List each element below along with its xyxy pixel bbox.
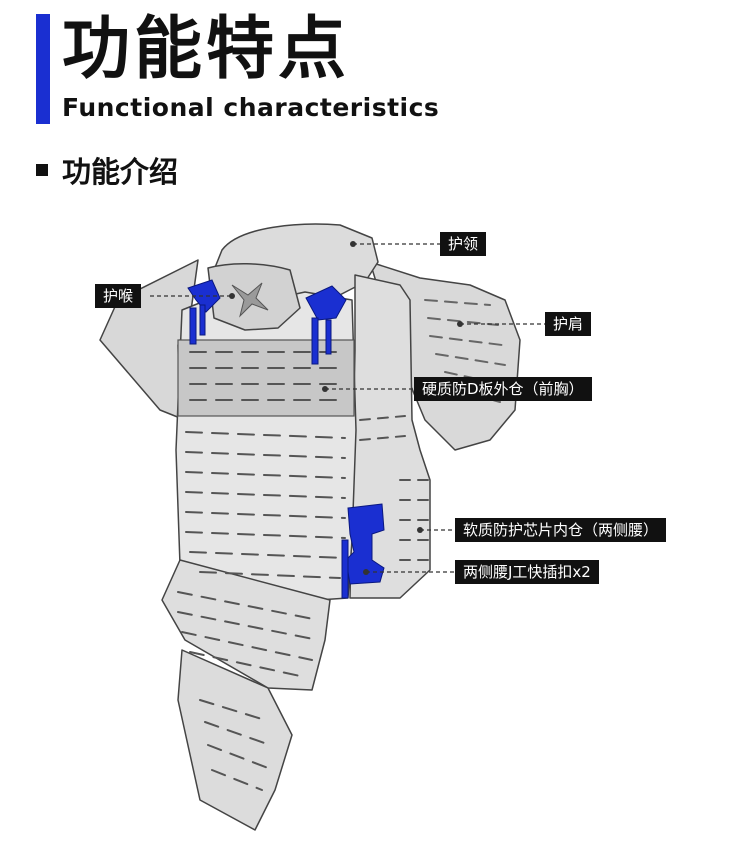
section-heading: 功能介绍 [36, 150, 178, 190]
page-title: 功能特点 [62, 10, 350, 90]
vest-figure: 护领 护喉 护肩 硬质防D板外仓（前胸） 软质防护芯片内仓（两侧腰） 两侧腰J工… [0, 200, 750, 864]
bullet-square-icon [36, 164, 48, 176]
page-subtitle: Functional characteristics [62, 92, 439, 124]
callout-collar: 护领 [440, 232, 486, 256]
section-title: 功能介绍 [62, 149, 178, 191]
callout-front-plate: 硬质防D板外仓（前胸） [414, 377, 592, 401]
callout-side-soft: 软质防护芯片内仓（两侧腰） [455, 518, 666, 542]
callout-throat: 护喉 [95, 284, 141, 308]
callout-shoulder: 护肩 [545, 312, 591, 336]
callout-side-buckle: 两侧腰J工快插扣x2 [455, 560, 599, 584]
title-accent-bar [36, 14, 50, 124]
